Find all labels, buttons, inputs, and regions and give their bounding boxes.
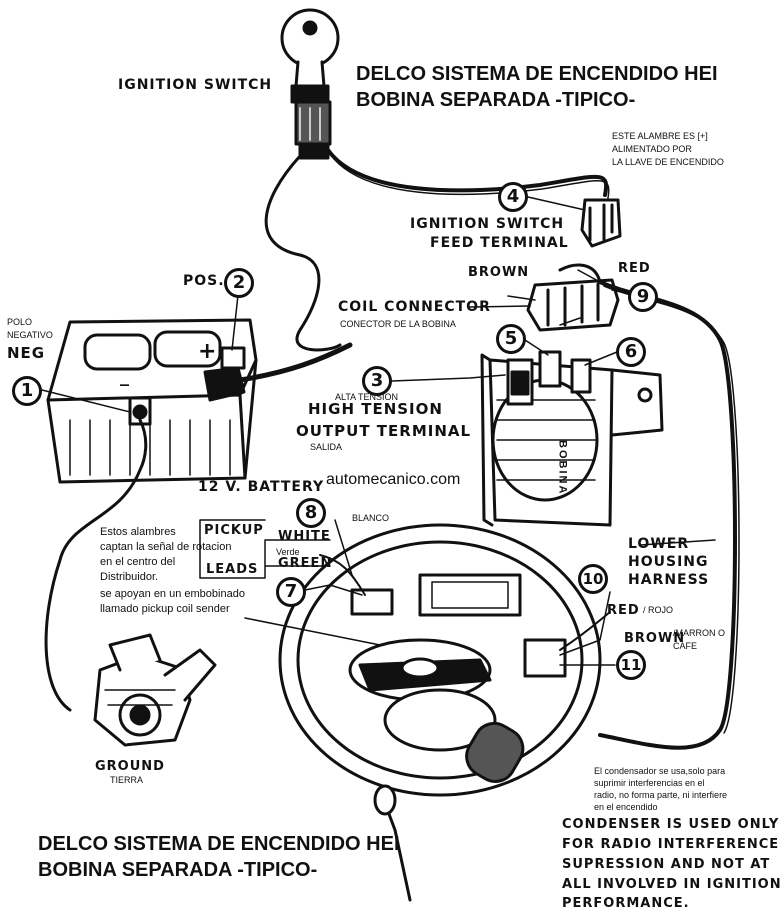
ignition-key [280, 8, 340, 160]
label-condenser-4: ALL INVOLVED IN IGNITION [562, 877, 782, 892]
callout-8: 8 [296, 498, 326, 528]
feed-terminal-connector [580, 198, 622, 248]
label-red: RED [618, 261, 651, 276]
label-lower-2: HOUSING [628, 554, 709, 570]
label-condensador-1: El condensador se usa,solo para [594, 766, 726, 776]
callout-7: 7 [276, 577, 306, 607]
callout-6: 6 [616, 337, 646, 367]
label-blanco: BLANCO [352, 513, 390, 523]
label-estos-4: Distribuidor. [100, 571, 159, 583]
engine-ground [93, 633, 217, 747]
coil-connector [526, 263, 740, 750]
label-battery: 12 V. BATTERY [198, 479, 325, 495]
label-red-rojo-es: / ROJO [643, 605, 674, 615]
title-top-line1: DELCO SISTEMA DE ENCENDIDO HEI [356, 63, 718, 85]
label-leads: LEADS [206, 562, 259, 577]
callout-1: 1 [12, 376, 42, 406]
label-minus: _ [120, 366, 130, 387]
label-estos-3: en el centro del [100, 556, 176, 568]
label-brown-2: BROWN [624, 631, 686, 646]
label-polo-1: POLO [7, 317, 33, 327]
label-lower-1: LOWER [628, 536, 690, 552]
callout-10: 10 [578, 564, 608, 594]
ignition-coil [480, 350, 664, 527]
label-ground: GROUND [95, 759, 165, 774]
label-marron-1: /MARRON O [673, 628, 726, 638]
label-condensador-3: radio, no forma parte, ni interfiere [594, 790, 728, 800]
label-lower-3: HARNESS [628, 572, 710, 588]
callout-9: 9 [628, 282, 658, 312]
label-feed-terminal-1: IGNITION SWITCH [410, 216, 565, 232]
label-condenser-3: SUPRESSION AND NOT AT [562, 857, 771, 872]
label-red-rojo: RED [607, 603, 640, 618]
label-estos-2: captan la señal de rotacion [100, 541, 232, 553]
title-top-line2: BOBINA SEPARADA -TIPICO- [356, 89, 636, 111]
label-estos-5: se apoyan en un embobinado [100, 588, 245, 600]
label-condensador-4: en el encendido [594, 802, 658, 812]
label-condensador-2: suprimir interferencias en el [594, 778, 705, 788]
title-bottom-line2: BOBINA SEPARADA -TIPICO- [38, 859, 318, 881]
label-coil-connector: COIL CONNECTOR [338, 299, 491, 315]
title-bottom-line1: DELCO SISTEMA DE ENCENDIDO HEI [38, 833, 400, 855]
label-verde: Verde [276, 547, 300, 557]
callout-11: 11 [616, 650, 646, 680]
label-neg: NEG [7, 344, 46, 362]
callout-2: 2 [224, 268, 254, 298]
label-green: GREEN [278, 556, 333, 571]
label-estos-6: llamado pickup coil sender [100, 603, 230, 615]
label-estos-1: Estos alambres [100, 526, 176, 538]
label-polo-2: NEGATIVO [7, 330, 53, 340]
label-white: WHITE [278, 529, 331, 544]
label-condenser-2: FOR RADIO INTERFERENCE [562, 837, 780, 852]
label-pickup: PICKUP [204, 523, 264, 538]
label-pos: POS. [183, 273, 225, 289]
label-tierra: TIERRA [110, 775, 144, 785]
callout-3: 3 [362, 366, 392, 396]
label-feed-note-2: ALIMENTADO POR [612, 144, 692, 154]
label-high-tension: HIGH TENSION [308, 400, 443, 418]
leader-lines [41, 196, 716, 666]
label-feed-note-3: LA LLAVE DE ENCENDIDO [612, 157, 724, 167]
label-condenser-1: CONDENSER IS USED ONLY [562, 817, 780, 832]
label-alta-tension: ALTA TENSION [335, 392, 399, 402]
label-feed-note-1: ESTE ALAMBRE ES [+] [612, 131, 708, 141]
label-feed-terminal-2: FEED TERMINAL [430, 235, 569, 251]
label-brown: BROWN [468, 265, 530, 280]
battery [46, 318, 353, 484]
label-marron-2: CAFE [673, 641, 698, 651]
distributor [278, 523, 611, 902]
label-conector-bobina: CONECTOR DE LA BOBINA [340, 319, 456, 329]
label-salida: SALIDA [310, 442, 343, 452]
callout-5: 5 [496, 324, 526, 354]
label-website: automecanico.com [326, 471, 461, 488]
feed-wire [326, 148, 609, 197]
callout-4: 4 [498, 182, 528, 212]
label-ignition-switch: IGNITION SWITCH [118, 77, 273, 93]
ground-cable [44, 418, 148, 712]
switch-to-battery-wire [264, 154, 342, 352]
label-plus: + [198, 339, 218, 364]
label-output-terminal: OUTPUT TERMINAL [296, 422, 472, 440]
label-bobina: BOBINA [556, 440, 569, 496]
label-condenser-5: PERFORMANCE. [562, 896, 690, 911]
